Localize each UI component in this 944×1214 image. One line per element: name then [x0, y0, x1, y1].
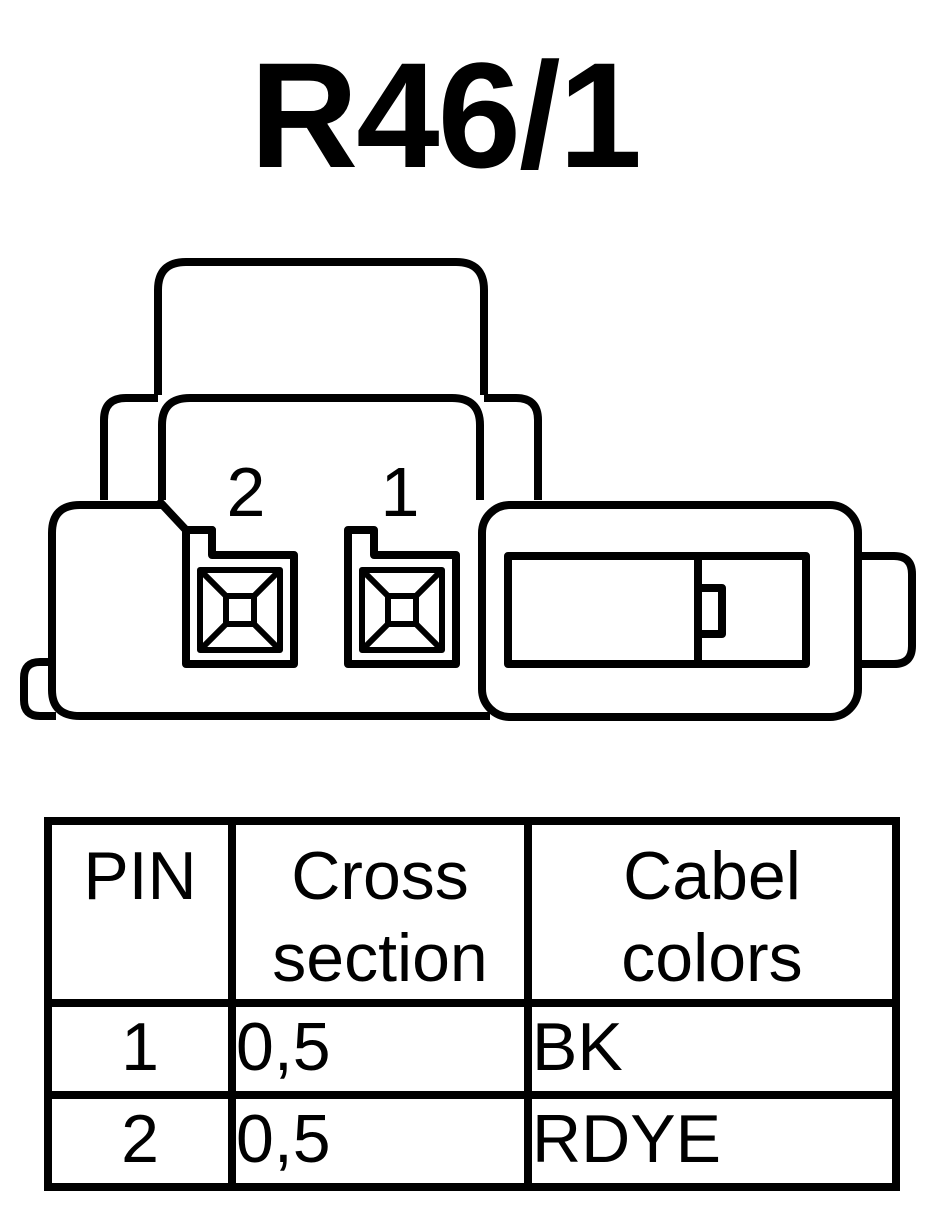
latch-tab [694, 584, 726, 638]
row-2-cross-section: 0,5 [228, 1091, 532, 1191]
table-row: 2 0,5 RDYE [44, 1091, 900, 1191]
connector-left-tab [100, 394, 158, 500]
connector-inner-shoulder [158, 394, 484, 500]
row-1-cross-section: 0,5 [228, 999, 532, 1099]
connector-right-tab [484, 394, 542, 500]
connector-bottom-lip [20, 658, 56, 720]
row-1-pin: 1 [44, 999, 236, 1099]
latch-window [504, 552, 810, 668]
pin-1-cavity [344, 526, 460, 668]
latch-housing [478, 501, 862, 721]
pin-label-1: 1 [381, 453, 420, 531]
connector-top-cap [154, 258, 488, 395]
latch-nub [858, 552, 916, 668]
table-header-row: PIN Cross section Cabel colors [44, 817, 900, 1007]
table-row: 1 0,5 BK [44, 999, 900, 1099]
header-cross-section: Cross section [228, 817, 532, 1007]
row-2-pin: 2 [44, 1091, 236, 1191]
pin-2-cavity [182, 526, 298, 668]
row-2-color: RDYE [524, 1091, 900, 1191]
connector-diagram: 2 1 [20, 258, 916, 721]
pin-table: PIN Cross section Cabel colors 1 0,5 BK … [44, 817, 900, 1191]
connector-main-body [48, 501, 490, 720]
pin-label-2: 2 [227, 453, 266, 531]
connector-title: R46/1 [249, 31, 642, 199]
header-pin: PIN [44, 817, 236, 1007]
header-cabel-colors: Cabel colors [524, 817, 900, 1007]
row-1-color: BK [524, 999, 900, 1099]
